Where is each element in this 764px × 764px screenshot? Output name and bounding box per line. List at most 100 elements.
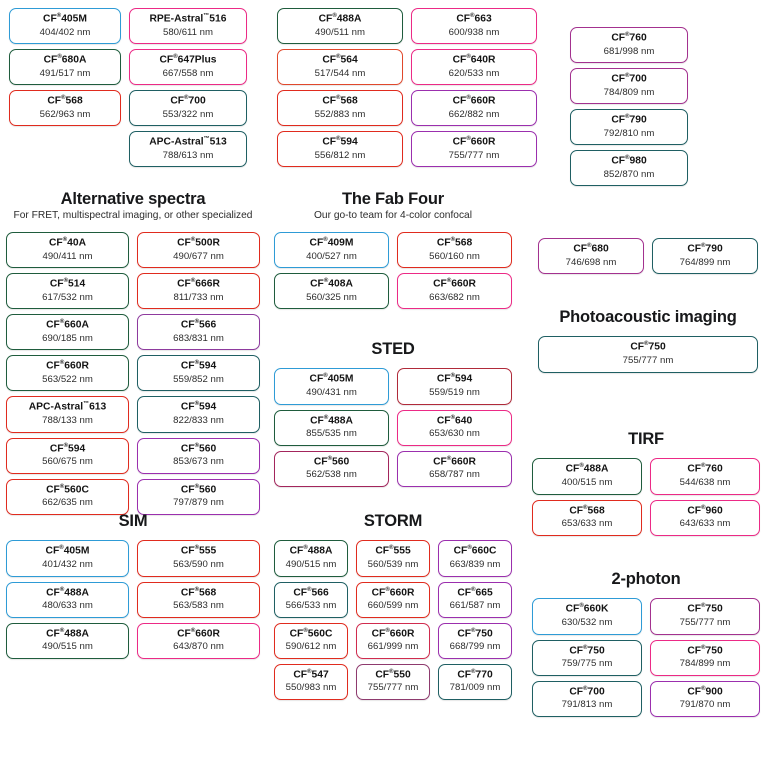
dye-name-number: 760 <box>705 463 723 475</box>
dye-name-base: CF <box>371 586 386 598</box>
dye-chip-name: CF®660R <box>140 628 257 641</box>
dye-chip-spectra: 490/515 nm <box>285 559 337 571</box>
dye-name-base: APC-Astral <box>149 136 204 148</box>
dye-name-base: CF <box>46 483 60 495</box>
dye-name-number: 555 <box>198 545 217 557</box>
region-title-tirf: TIRF <box>628 430 664 448</box>
region-title-sim: SIM <box>118 512 148 530</box>
dye-name-base: CF <box>293 586 308 598</box>
trademark-icon: ® <box>471 586 476 593</box>
trademark-icon: ® <box>625 73 630 80</box>
trademark-icon: ® <box>307 586 312 593</box>
trademark-icon: ® <box>450 373 455 380</box>
dye-name-number: 660C <box>471 545 497 557</box>
dye-chip-spectra: 400/527 nm <box>306 250 357 262</box>
dye-chip-spectra: 490/411 nm <box>42 250 93 262</box>
trademark-icon: ® <box>59 545 64 552</box>
dye-name-base: CF <box>687 504 702 516</box>
dye-name-base: CF <box>433 278 447 290</box>
dye-name-number: 488A <box>583 463 609 475</box>
dye-chip-spectra: 759/775 nm <box>561 658 613 670</box>
trademark-icon: ® <box>323 237 328 244</box>
dye-name-number: 488A <box>336 13 362 25</box>
dye-chip-name: CF®568 <box>535 505 639 518</box>
